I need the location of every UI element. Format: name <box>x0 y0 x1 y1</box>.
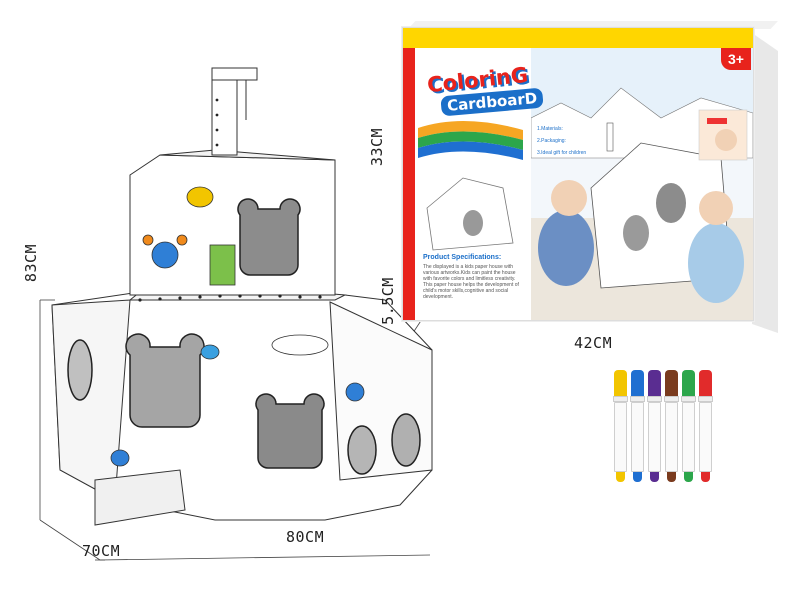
marker-cap <box>682 370 695 400</box>
marker-tip <box>633 472 642 482</box>
feature-item-1: 1.Materials: <box>537 126 563 132</box>
box-red-stripe <box>403 28 415 320</box>
height-dimension-label: 83CM <box>22 243 41 283</box>
marker-cap <box>699 370 712 400</box>
marker-pen <box>681 370 696 485</box>
marker-cap <box>665 370 678 400</box>
width-dimension-label: 80CM <box>286 528 325 546</box>
box-width-dimension-label: 42CM <box>574 334 613 352</box>
marker-cap <box>614 370 627 400</box>
marker-ring <box>647 396 662 402</box>
feature-item-2: 2.Packaging: <box>537 138 566 144</box>
marker-tip <box>616 472 625 482</box>
box-front-face: ColorinG CardboarD Product Specification… <box>402 27 754 321</box>
marker-cap <box>631 370 644 400</box>
marker-cap <box>648 370 661 400</box>
marker-tip <box>650 472 659 482</box>
age-badge: 3+ <box>721 48 751 70</box>
marker-tip <box>667 472 676 482</box>
box-left-panel <box>403 28 531 320</box>
marker-body <box>699 402 712 472</box>
box-height-dimension-label: 33CM <box>368 127 387 167</box>
box-top-edge <box>408 21 778 29</box>
depth-dimension-label: 70CM <box>82 542 121 560</box>
marker-tip <box>684 472 693 482</box>
marker-ring <box>664 396 679 402</box>
marker-tip <box>701 472 710 482</box>
marker-body <box>665 402 678 472</box>
marker-pen <box>647 370 662 485</box>
marker-body <box>631 402 644 472</box>
product-specifications-title: Product Specifications: <box>423 254 502 261</box>
marker-body <box>648 402 661 472</box>
marker-ring <box>630 396 645 402</box>
feature-item-3: 3.Ideal gift for children <box>537 150 587 156</box>
marker-ring <box>613 396 628 402</box>
marker-pen <box>613 370 628 485</box>
box-photo-scene <box>530 48 753 320</box>
marker-body <box>682 402 695 472</box>
marker-ring <box>698 396 713 402</box>
box-panel-art <box>418 120 523 251</box>
box-yellow-stripe <box>403 28 753 48</box>
marker-ring <box>681 396 696 402</box>
box-side-face <box>752 33 778 333</box>
kids-coloring-scene-illustration <box>530 48 753 320</box>
marker-pen <box>664 370 679 485</box>
product-package-box: ColorinG CardboarD Product Specification… <box>402 21 778 339</box>
box-depth-dimension-label: 5.5CM <box>378 277 397 325</box>
marker-pen <box>698 370 713 485</box>
marker-pen <box>630 370 645 485</box>
marker-body <box>614 402 627 472</box>
product-specifications-text: The displayed is a kids paper house with… <box>423 264 519 300</box>
